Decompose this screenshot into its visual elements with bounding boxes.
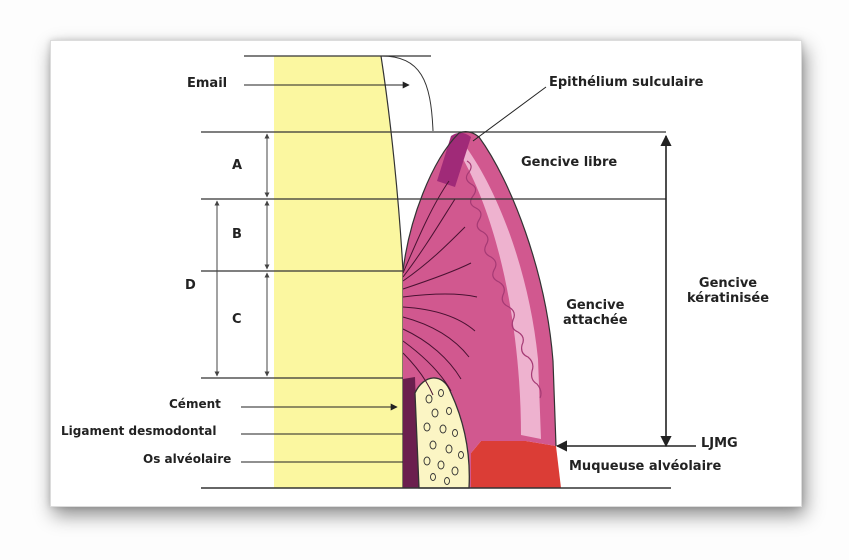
- label-gencive-attachee-line1: Gencive: [563, 299, 628, 314]
- label-muqueuse: Muqueuse alvéolaire: [569, 460, 721, 475]
- label-gencive-keratinisee: Gencive kératinisée: [687, 277, 769, 307]
- label-gencive-libre: Gencive libre: [521, 156, 617, 171]
- label-epithelium-sulculaire: Epithélium sulculaire: [549, 76, 704, 91]
- epithelium-pointer: [473, 87, 546, 141]
- label-gencive-keratinisee-line2: kératinisée: [687, 292, 769, 307]
- label-d: D: [185, 279, 196, 294]
- label-ljmg: LJMG: [701, 437, 738, 452]
- label-a: A: [232, 159, 242, 174]
- label-gencive-attachee: Gencive attachée: [563, 299, 628, 329]
- alveolar-mucosa: [471, 441, 561, 488]
- tooth-root: [274, 56, 403, 488]
- label-b: B: [232, 228, 242, 243]
- label-gencive-attachee-line2: attachée: [563, 314, 628, 329]
- label-email: Email: [187, 77, 227, 92]
- label-c: C: [232, 313, 242, 328]
- label-cement: Cément: [169, 398, 221, 412]
- label-os: Os alvéolaire: [143, 453, 231, 467]
- label-gencive-keratinisee-line1: Gencive: [687, 277, 769, 292]
- figure-frame: Email Epithélium sulculaire Gencive libr…: [50, 40, 802, 507]
- label-ligament: Ligament desmodontal: [61, 425, 217, 439]
